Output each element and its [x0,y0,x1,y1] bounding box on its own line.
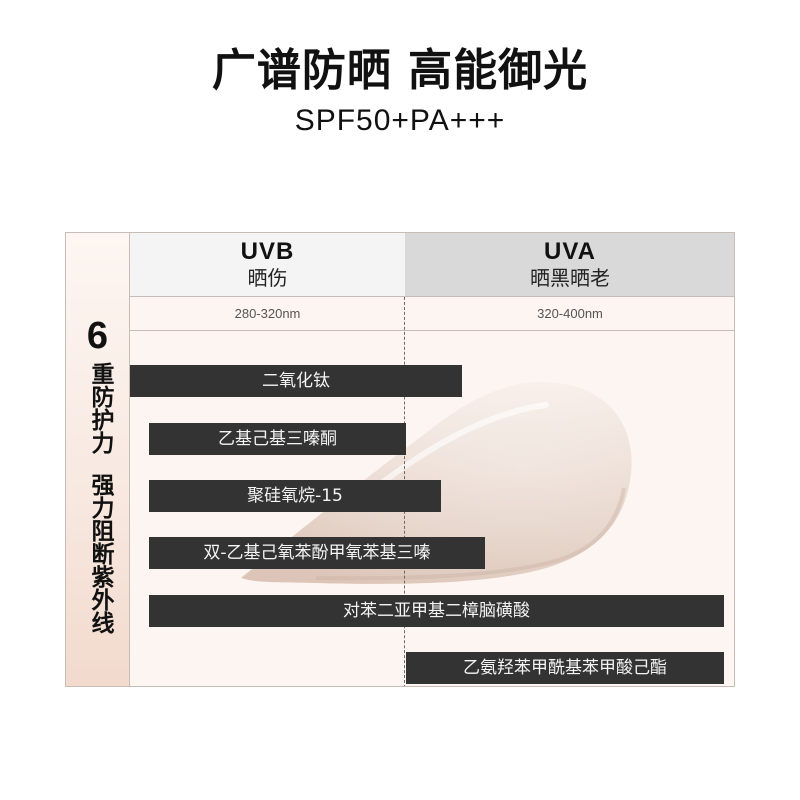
ingredient-bar-titanium-dioxide: 二氧化钛 [130,365,462,397]
uva-title: UVA [544,238,596,265]
uv-protection-table: 6 重防护力 强力阻断紫外线 UVB 晒伤 UVA 晒黑晒老 280-320nm… [65,232,735,687]
ingredient-bar-polysilicone-15: 聚硅氧烷-15 [149,480,441,512]
page-title: 广谱防晒 高能御光 [211,45,589,96]
uva-description: 晒黑晒老 [530,266,610,290]
uvb-header: UVB 晒伤 [130,233,405,297]
uva-header: UVA 晒黑晒老 [405,233,734,297]
protection-summary-column: 6 重防护力 强力阻断紫外线 [66,233,130,686]
ingredient-bar-dhhb: 乙氨羟苯甲酰基苯甲酸己酯 [406,652,724,684]
uvb-description: 晒伤 [247,266,288,290]
protection-count: 6 [86,315,109,357]
uvb-title: UVB [240,238,295,265]
ingredient-bar-ethylhexyl-triazone: 乙基己基三嗪酮 [149,423,406,455]
uvb-wavelength: 280-320nm [234,306,301,321]
spf-rating: SPF50+PA+++ [294,104,506,137]
ingredient-bar-ecamsule: 对苯二亚甲基二樟脑磺酸 [149,595,724,627]
protection-label: 重防护力 [87,362,113,454]
ingredient-bar-bemotrizinol: 双-乙基己氧苯酚甲氧苯基三嗪 [149,537,485,569]
protection-tagline: 强力阻断紫外线 [87,473,113,634]
wavelength-row: 280-320nm 320-400nm [130,297,734,331]
uva-wavelength: 320-400nm [537,306,603,321]
